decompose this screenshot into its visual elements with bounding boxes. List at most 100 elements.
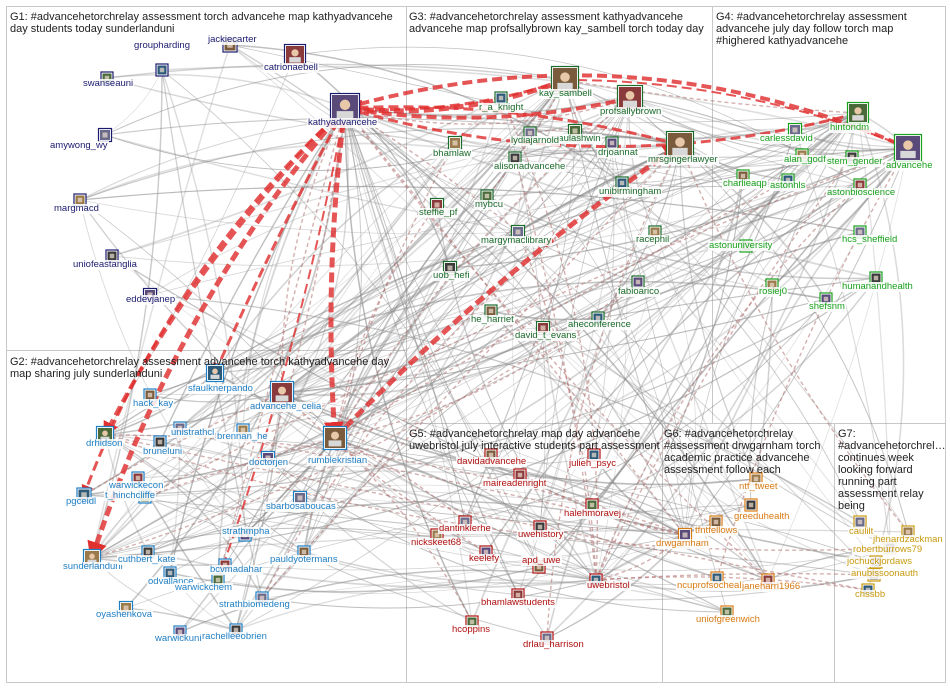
- avatar[interactable]: [292, 490, 308, 506]
- node-label[interactable]: rumblekristian: [307, 455, 369, 466]
- node-label[interactable]: sunderlanduni: [62, 561, 124, 572]
- node-label[interactable]: unibirmingham: [598, 186, 663, 197]
- node-label[interactable]: charlieaqp: [722, 178, 768, 189]
- avatar[interactable]: [155, 63, 169, 77]
- avatar[interactable]: [205, 363, 225, 383]
- node-label[interactable]: bcvmadahar: [209, 564, 264, 575]
- avatar[interactable]: [508, 151, 522, 165]
- node-label[interactable]: sfaulknerpando: [187, 383, 254, 394]
- avatar[interactable]: [322, 425, 348, 451]
- node-label[interactable]: ncuprofsocheal: [676, 580, 743, 591]
- node-label[interactable]: maireadenright: [482, 478, 548, 489]
- node-label[interactable]: drjoannat: [597, 147, 639, 158]
- node-label[interactable]: lydiajarnold: [510, 135, 561, 146]
- node-label[interactable]: aheconference: [567, 319, 632, 330]
- node-label[interactable]: profsallybrown: [599, 106, 663, 117]
- node-label[interactable]: r_a_knight: [478, 102, 525, 113]
- node-label[interactable]: margymaclibrary: [480, 235, 553, 246]
- node-label[interactable]: pgceidl: [65, 496, 98, 507]
- node-label[interactable]: rachelleeobrien: [201, 631, 268, 642]
- node-label[interactable]: catrionaebell: [263, 62, 319, 73]
- node-label[interactable]: shefsnm: [808, 301, 846, 312]
- node-label[interactable]: drlau_harrison: [522, 639, 585, 650]
- node-label[interactable]: unistrathcl: [170, 427, 216, 438]
- avatar[interactable]: [853, 515, 867, 529]
- node-label[interactable]: advancehe: [885, 160, 934, 171]
- avatar[interactable]: [73, 193, 87, 207]
- node-label[interactable]: amywong_wy: [49, 140, 109, 151]
- node-label[interactable]: rosiej0: [758, 286, 788, 297]
- node-label[interactable]: jhenardzackman: [872, 534, 944, 545]
- node-label[interactable]: bhamlawstudents: [480, 597, 556, 608]
- node-label[interactable]: janeharri1966: [741, 581, 802, 592]
- node-label[interactable]: kay_sambell: [538, 88, 593, 99]
- node-label[interactable]: advancehe_celia: [249, 401, 323, 412]
- node-label[interactable]: anubissoonauth: [850, 568, 920, 579]
- node-label[interactable]: greeduhealth: [733, 511, 791, 522]
- node-label[interactable]: carlessdavid: [759, 133, 814, 144]
- node-label[interactable]: hintondm: [829, 122, 871, 133]
- avatar[interactable]: [587, 448, 601, 462]
- node-label[interactable]: astonbioscience: [826, 187, 897, 198]
- avatar[interactable]: [484, 304, 498, 318]
- node-label[interactable]: cuthbert_kate: [117, 554, 177, 565]
- node-label[interactable]: swanseauni: [82, 78, 135, 89]
- node-label[interactable]: halehmoravej: [563, 508, 623, 519]
- node-label[interactable]: steffie_pf: [418, 207, 459, 218]
- node-label[interactable]: davidadvancehe: [456, 456, 528, 467]
- node-label[interactable]: caulilt: [848, 526, 875, 537]
- avatar[interactable]: [480, 189, 494, 203]
- node-label[interactable]: kathyadvancehe: [307, 117, 379, 128]
- node-label[interactable]: ntf_tweet: [738, 481, 779, 492]
- node-label[interactable]: david_t_evans: [514, 330, 578, 341]
- avatar[interactable]: [665, 130, 695, 160]
- node-label[interactable]: mybcu: [474, 199, 504, 210]
- node-label[interactable]: keelefy: [468, 553, 501, 564]
- avatar[interactable]: [709, 515, 723, 529]
- node-label[interactable]: jochuckjordaws: [846, 556, 913, 567]
- node-label[interactable]: bruneluni: [142, 446, 184, 457]
- node-label[interactable]: jackiecarter: [207, 34, 258, 45]
- node-label[interactable]: groupharding: [133, 40, 191, 51]
- node-label[interactable]: astonuniversity: [708, 240, 774, 251]
- node-label[interactable]: robertburrows79: [852, 544, 924, 555]
- node-label[interactable]: nickskeet68: [410, 537, 463, 548]
- avatar[interactable]: [269, 380, 295, 406]
- node-label[interactable]: he_harriet: [470, 314, 515, 325]
- avatar[interactable]: [893, 133, 923, 163]
- node-label[interactable]: alan_godfre: [783, 154, 836, 165]
- node-label[interactable]: oyashenkova: [95, 609, 153, 620]
- node-label[interactable]: uniofgreenwich: [695, 614, 761, 625]
- node-label[interactable]: odvallance: [147, 576, 195, 587]
- node-label[interactable]: warwickuni: [154, 633, 203, 644]
- node-label[interactable]: paulashwin: [552, 133, 602, 144]
- avatar[interactable]: [846, 101, 870, 125]
- node-label[interactable]: racephil: [635, 234, 671, 245]
- node-label[interactable]: pauldyotermans: [269, 554, 339, 565]
- avatar[interactable]: [616, 84, 644, 112]
- node-label[interactable]: apd_uwe: [521, 555, 562, 566]
- node-label[interactable]: uwehistory: [517, 529, 565, 540]
- node-label[interactable]: tfntfellows: [694, 525, 739, 536]
- node-label[interactable]: drwgarnham: [655, 538, 710, 549]
- avatar[interactable]: [631, 275, 645, 289]
- node-label[interactable]: doctorjen: [248, 457, 290, 468]
- node-label[interactable]: astonhls: [769, 180, 807, 191]
- avatar[interactable]: [787, 122, 803, 138]
- node-label[interactable]: hcoppins: [451, 624, 492, 635]
- avatar[interactable]: [283, 43, 307, 67]
- node-label[interactable]: uniofeastanglia: [72, 259, 138, 270]
- node-label[interactable]: humanandhealth: [841, 281, 914, 292]
- node-label[interactable]: dantinklerhe: [438, 523, 492, 534]
- node-label[interactable]: bhamlaw: [432, 148, 473, 159]
- node-label[interactable]: stem_gender: [826, 156, 884, 167]
- node-label[interactable]: t_hinchcliffe: [104, 490, 156, 501]
- node-label[interactable]: eddevjanep: [125, 294, 177, 305]
- avatar[interactable]: [329, 92, 361, 124]
- node-label[interactable]: warwickecon: [108, 480, 165, 491]
- node-label[interactable]: warwickchem: [174, 582, 234, 593]
- node-label[interactable]: uwebristol: [586, 580, 631, 591]
- node-label[interactable]: drhidson: [85, 438, 124, 449]
- node-label[interactable]: fabioarico: [617, 286, 661, 297]
- node-label[interactable]: margmacd: [53, 203, 100, 214]
